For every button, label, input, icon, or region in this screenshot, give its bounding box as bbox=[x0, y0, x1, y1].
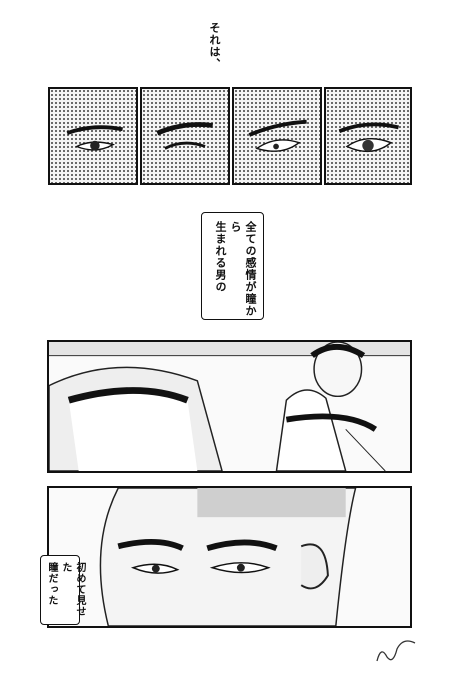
speech-bubble: 初めて見せた 瞳だった bbox=[40, 555, 85, 625]
bubble-line: 瞳だった bbox=[46, 562, 57, 606]
caption-text: それは、 bbox=[208, 22, 221, 70]
eye-panel-2 bbox=[140, 87, 230, 185]
bubble-text: 初めて見せた 瞳だった bbox=[44, 562, 86, 624]
eye-drawing bbox=[338, 122, 400, 153]
eye-drawing bbox=[156, 122, 214, 150]
bubble-line: 全ての感情が瞳から bbox=[229, 221, 257, 317]
eye-panel-3 bbox=[232, 87, 322, 185]
signature bbox=[376, 640, 416, 662]
face-panel bbox=[47, 486, 412, 628]
bubble-line: 生まれる男の bbox=[214, 221, 227, 293]
face-drawing bbox=[99, 488, 357, 626]
players-panel bbox=[47, 340, 412, 473]
eye-drawing bbox=[248, 119, 307, 152]
eye-panel-1 bbox=[48, 87, 138, 185]
eye-drawing bbox=[66, 125, 123, 151]
eye-panel-4 bbox=[324, 87, 412, 185]
speech-bubble: 全ての感情が瞳から 生まれる男の bbox=[201, 212, 264, 320]
bubble-line: 初めて見せた bbox=[60, 562, 85, 617]
bubble-text: 全ての感情が瞳から 生まれる男の bbox=[213, 221, 258, 319]
players-drawing bbox=[49, 342, 410, 471]
